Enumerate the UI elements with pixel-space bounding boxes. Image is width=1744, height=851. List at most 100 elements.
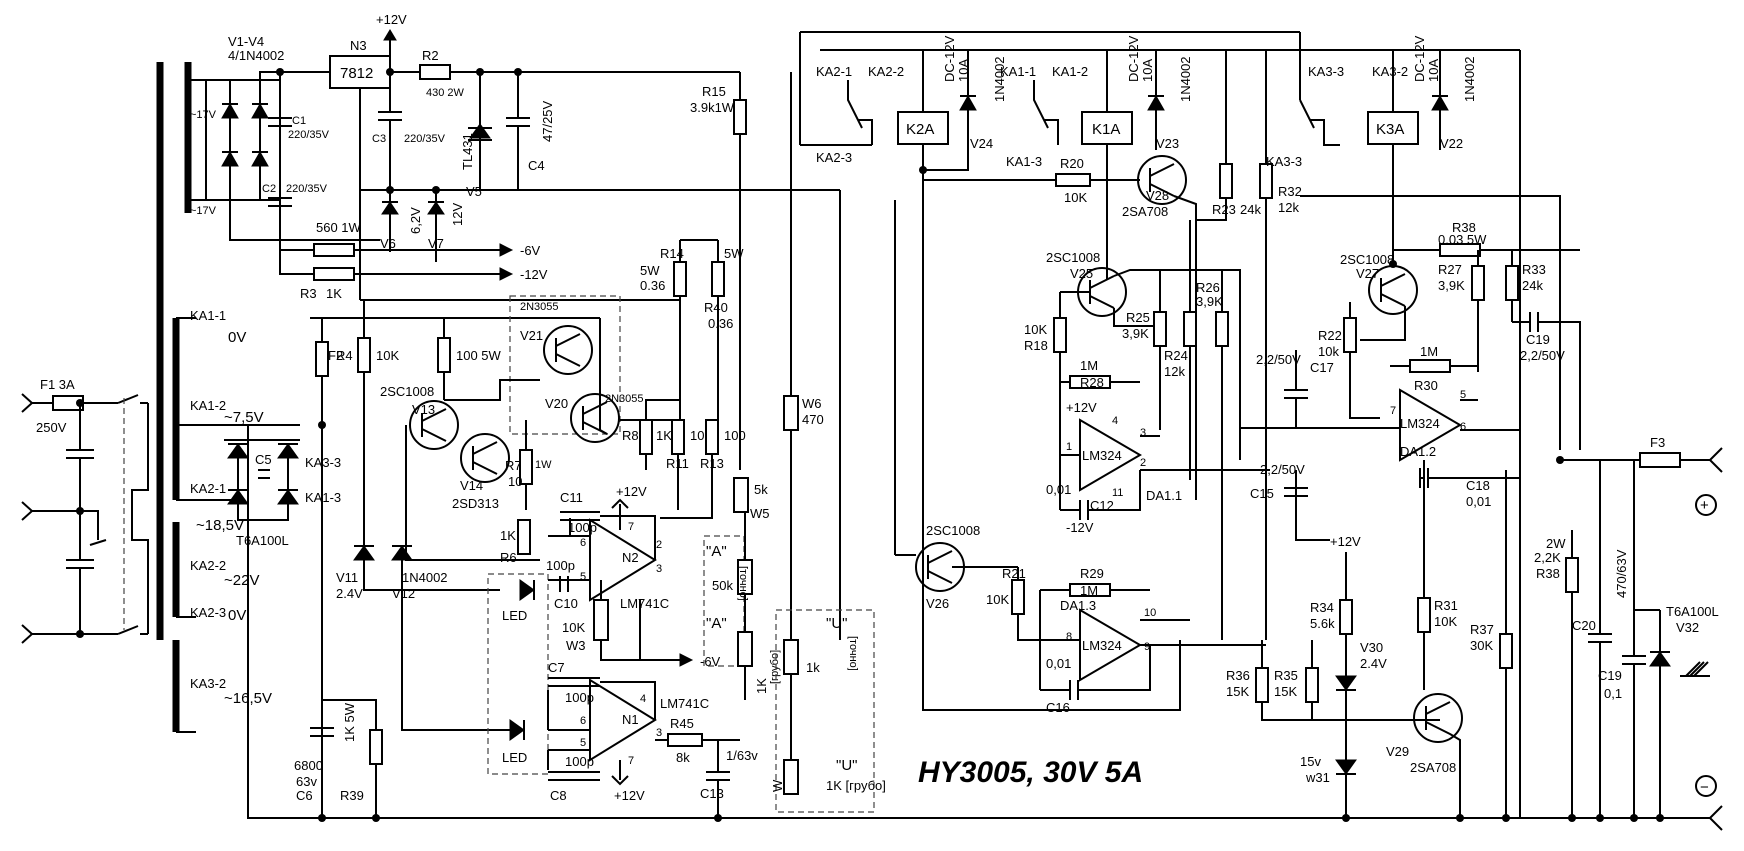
ka1-3-contact: KA1-3	[305, 490, 341, 505]
pot-a-fine-value: 50k	[712, 578, 733, 593]
relay-k1a	[1081, 111, 1133, 145]
c3-label: C3	[372, 133, 386, 145]
n2-type: LM741C	[620, 596, 669, 611]
r4-value: 10K	[376, 348, 399, 363]
opamp-da1-2	[1399, 388, 1462, 462]
pot-a-coarse-note: [грубо]	[769, 650, 781, 684]
tap-ka1-2: KA1-2	[190, 398, 226, 413]
t-2n3055-label-b: 2N3055	[605, 393, 644, 405]
ka1-3-label: KA1-3	[1006, 154, 1042, 169]
c20-label: C20	[1572, 618, 1596, 633]
tap-ka2-2: KA2-2	[190, 558, 226, 573]
ka2-2-label: KA2-2	[868, 64, 904, 79]
tap-17v-b: ~17V	[190, 205, 217, 217]
r18-value: 10K	[1024, 322, 1047, 337]
rail-p12-n1: +12V	[614, 788, 645, 803]
c17-label: C17	[1310, 360, 1334, 375]
da11-pin1: 1	[1066, 441, 1072, 453]
ground-bus	[247, 640, 1710, 822]
r33-value: 24k	[1522, 278, 1543, 293]
power-stage: F2 R4 10K 100 5W 2N3055 V21 V20 2N3055 2…	[310, 239, 746, 740]
r23-value: 24k	[1240, 202, 1261, 217]
c8-label: C8	[550, 788, 567, 803]
rail-m6-a: -6V	[520, 243, 541, 258]
r7-value: 10	[508, 474, 522, 489]
k1a-label: K1A	[1092, 121, 1120, 138]
r35-value: 15K	[1274, 684, 1297, 699]
r15-value: 3.9k1W	[690, 100, 735, 115]
rail-p12-n2: +12V	[616, 484, 647, 499]
r39-value: 1K 5W	[342, 702, 357, 742]
v5-type: TL431	[460, 133, 475, 170]
c2-value: 220/35V	[286, 183, 328, 195]
rail-p12-bias: +12V	[1330, 534, 1361, 549]
v14-type: 2SD313	[452, 496, 499, 511]
k2a-coil: DC-12V	[942, 35, 957, 82]
c8-value: 100p	[565, 754, 594, 769]
r35-label: R35	[1274, 668, 1298, 683]
da12-pin7: 7	[1390, 405, 1396, 417]
c7-label: C7	[548, 660, 565, 675]
r24-value: 12k	[1164, 364, 1185, 379]
v13-type: 2SC1008	[380, 384, 434, 399]
v26-label: V26	[926, 596, 949, 611]
da11-pin4: 4	[1112, 415, 1118, 427]
w3-value: 10K	[562, 620, 585, 635]
k1a-amp: 10A	[1140, 59, 1155, 82]
da12-type: LM324	[1400, 416, 1440, 431]
w31-value: 15v	[1300, 754, 1321, 769]
pot-u-fine-note: [точно]	[847, 636, 859, 671]
r21-value: 10K	[986, 592, 1009, 607]
da11-type: LM324	[1082, 448, 1122, 463]
da1-2-section: 2SC1008 V27 R38 0.03 5W R27 3,9K R33 24k…	[1240, 195, 1581, 598]
v6-label: V6	[380, 236, 396, 251]
rail-m12-a: -12V	[520, 267, 548, 282]
w3-label: W3	[566, 638, 586, 653]
r28-value: 1M	[1080, 358, 1098, 373]
tap-ka2-1-v: ~18,5V	[196, 517, 244, 534]
f3-label: F3	[1650, 435, 1665, 450]
c7-value: 100p	[565, 690, 594, 705]
v20-label: V20	[545, 396, 568, 411]
pot-u-fine-value: 1k	[806, 660, 820, 675]
v12-label: V12	[392, 586, 415, 601]
minus-terminal: −	[1700, 779, 1709, 796]
r38-label: R38	[1452, 220, 1476, 235]
r25-label: R25	[1126, 310, 1150, 325]
k3a-label: K3A	[1376, 121, 1404, 138]
r29-label: R29	[1080, 566, 1104, 581]
da1-1-section: 2SC1008 V25 10K R18 R25 3,9K R26 3,9K R2…	[1024, 220, 1270, 640]
da13-type: LM324	[1082, 638, 1122, 653]
n1-pin6: 6	[580, 715, 586, 727]
r36-label: R36	[1226, 668, 1250, 683]
mains-fuse-label: F1 3A	[40, 377, 75, 392]
r40-label: R40	[704, 300, 728, 315]
r38b-value: 2,2K	[1534, 550, 1561, 565]
r25-value: 3,9K	[1122, 326, 1149, 341]
r7-label: R7	[505, 458, 522, 473]
v24-label: V24	[970, 136, 993, 151]
ka1-1-label: KA1-1	[1000, 64, 1036, 79]
t6a100l-label: T6A100L	[236, 533, 289, 548]
v26-type: 2SC1008	[926, 523, 980, 538]
rail-p12-top: +12V	[376, 12, 407, 27]
da13-pin9: 9	[1144, 641, 1150, 653]
da13-pin8: 8	[1066, 631, 1072, 643]
r2-label: R2	[422, 48, 439, 63]
ka1-2-label: KA1-2	[1052, 64, 1088, 79]
r32-value: 12k	[1278, 200, 1299, 215]
tap-ka1-1: KA1-1	[190, 308, 226, 323]
w5-value: 5k	[754, 482, 768, 497]
relays: KA2-1 KA2-2 KA2-3 K2A DC-12V 10A 1N4002 …	[799, 31, 1521, 818]
r3-value: 1K	[326, 286, 342, 301]
pot-a-coarse-label: "A"	[706, 615, 727, 632]
tap-ka2-2-v: ~22V	[224, 572, 259, 589]
w6-label: W6	[802, 396, 822, 411]
c2-label: C2	[262, 183, 276, 195]
tap-ka2-3: KA2-3	[190, 605, 226, 620]
bias-section: 2,2/50V C17 2,2/50V C15 +12V R34 5.6k V3…	[1226, 350, 1463, 818]
r8-value: 1K	[656, 428, 672, 443]
c6-value2: 63v	[296, 774, 317, 789]
k3a-coil: DC-12V	[1412, 35, 1427, 82]
r27-value: 3,9K	[1438, 278, 1465, 293]
